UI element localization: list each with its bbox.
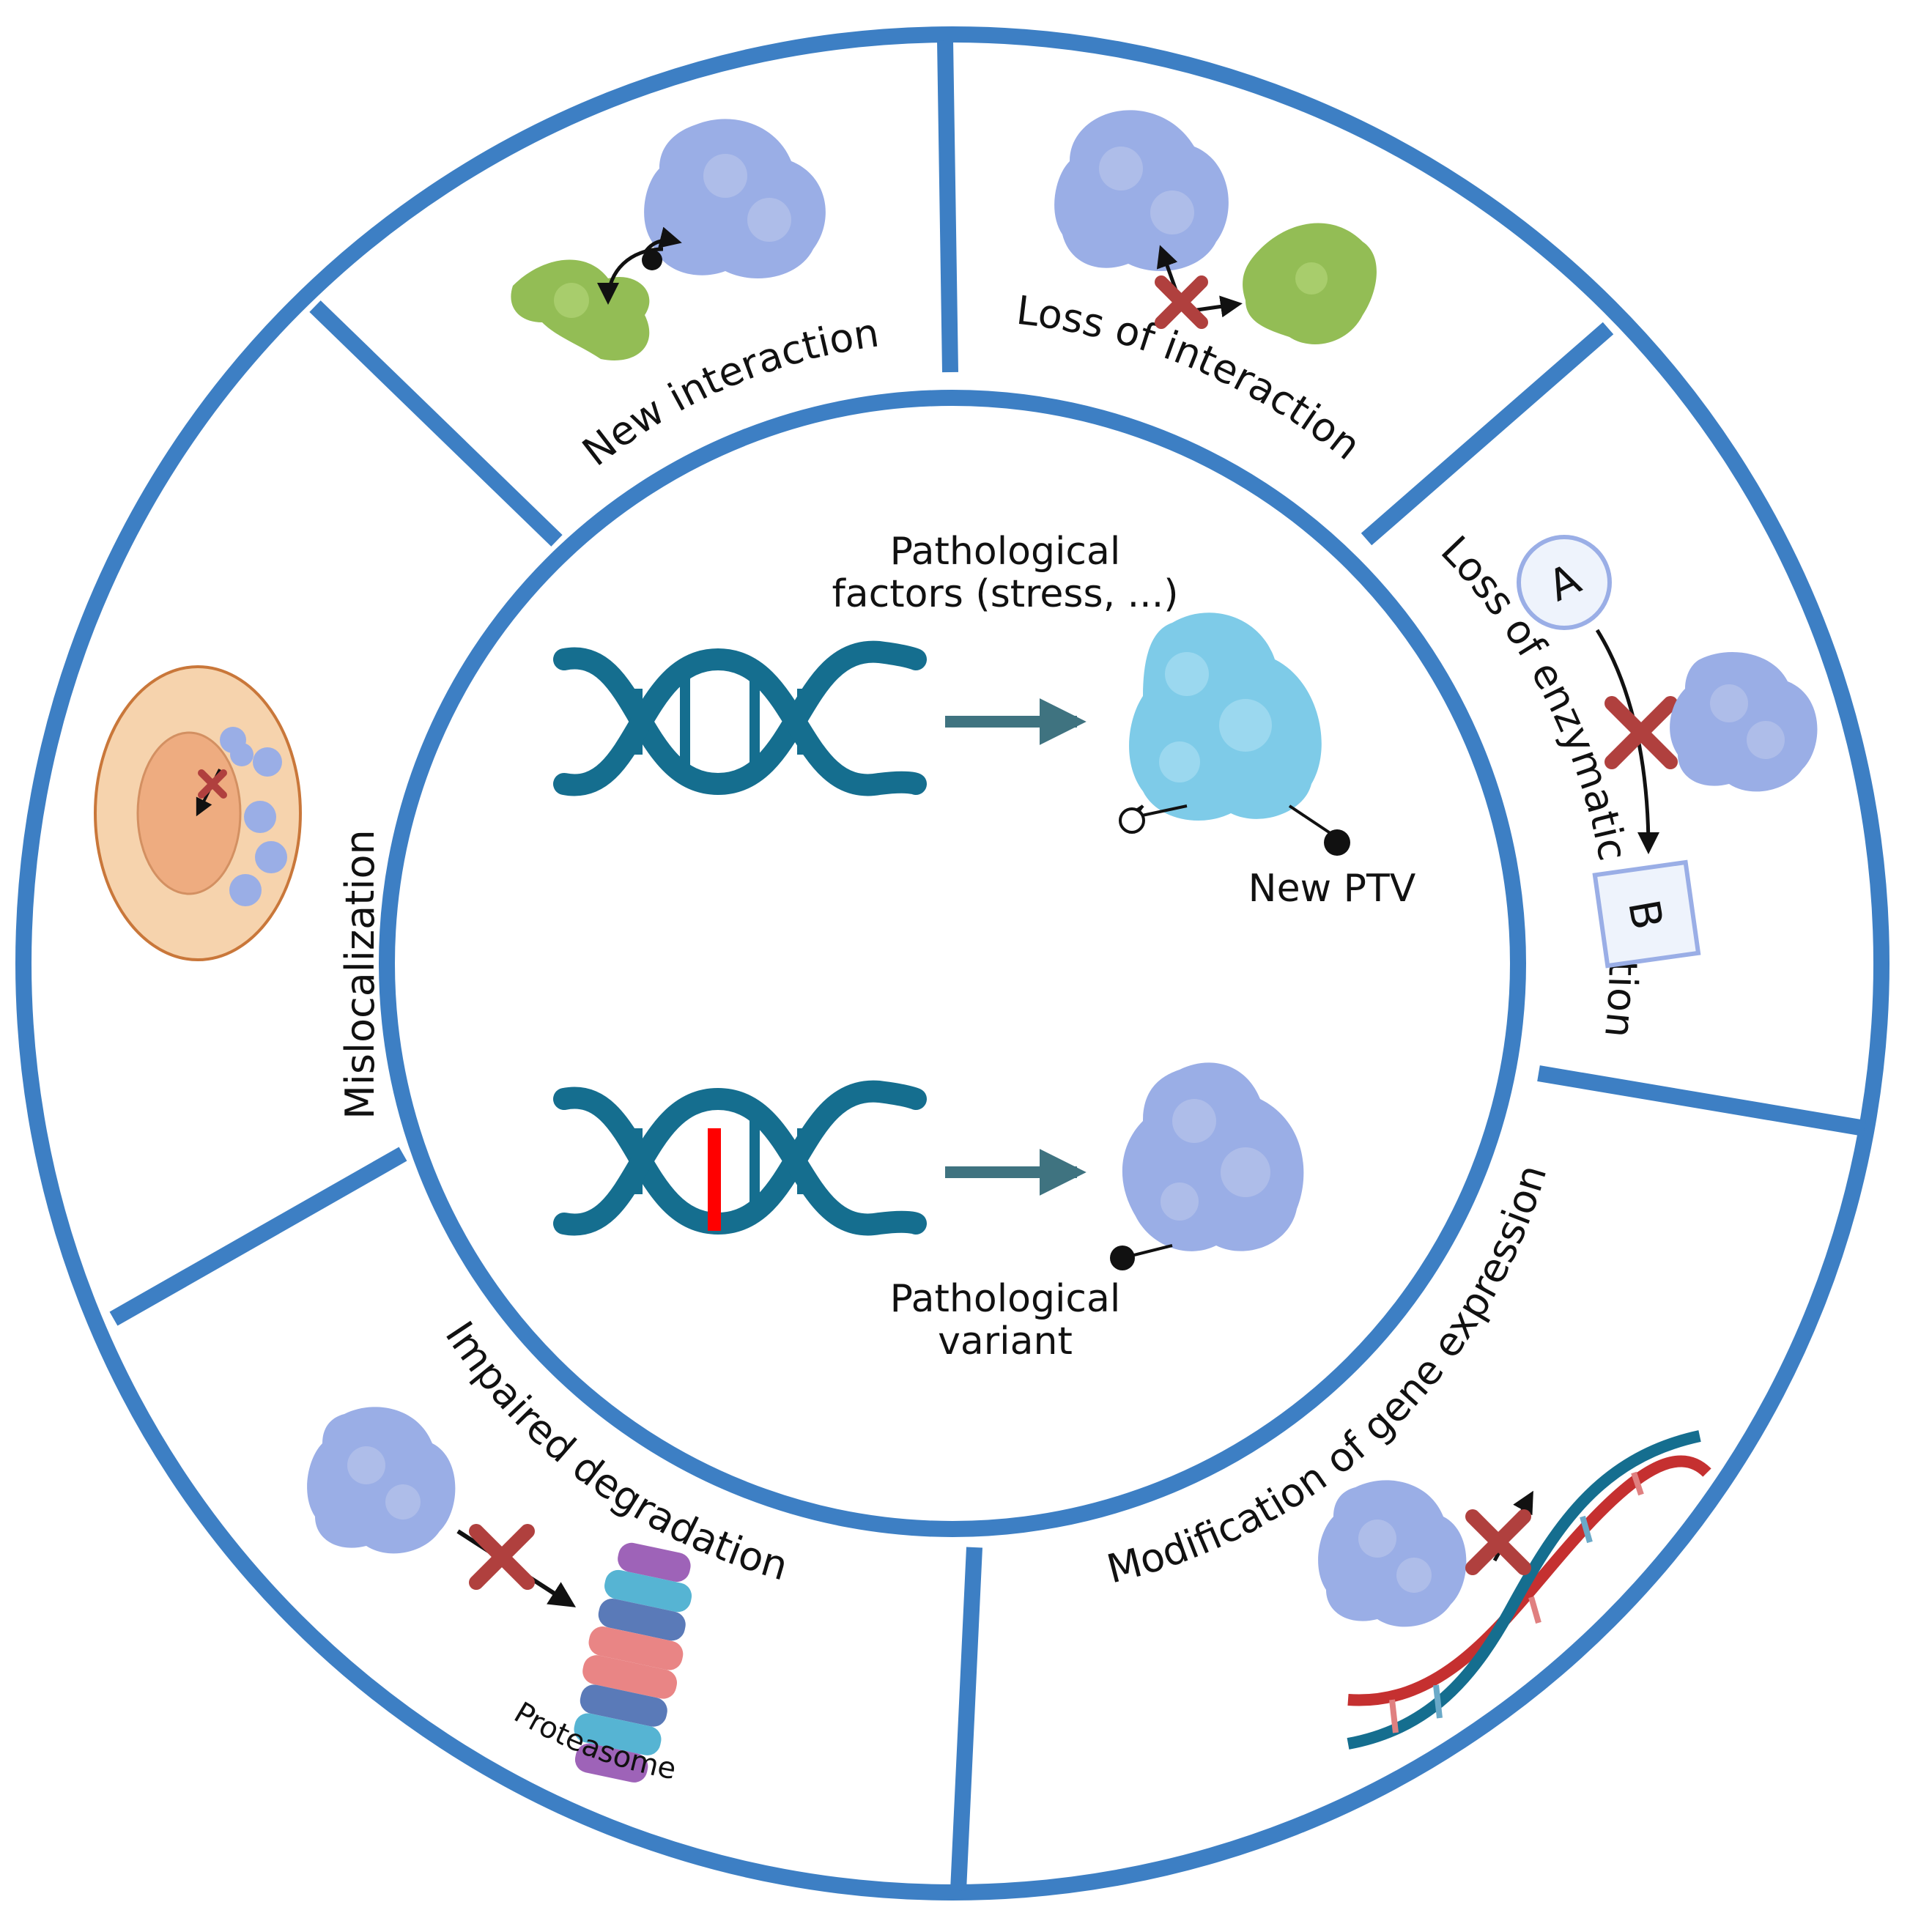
divider-left bbox=[109, 1147, 407, 1326]
proteasome-icon bbox=[574, 1542, 692, 1783]
center-bottom-label-line2: variant bbox=[938, 1320, 1073, 1363]
cross-icon bbox=[198, 769, 227, 799]
product-box bbox=[1592, 859, 1701, 969]
divider-upper-right bbox=[1361, 322, 1614, 546]
nucleus-icon bbox=[136, 731, 242, 895]
new-interaction-illustration bbox=[511, 119, 826, 360]
loss-of-interaction-illustration bbox=[1054, 110, 1377, 344]
cross-icon bbox=[469, 1524, 535, 1590]
protein-new-ptv-icon bbox=[1119, 612, 1350, 856]
cross-icon bbox=[1465, 1509, 1531, 1575]
label-mislocalization: Mislocalization bbox=[337, 829, 383, 1119]
divider-upper-left bbox=[309, 300, 563, 547]
protein-variant-icon bbox=[1110, 1062, 1304, 1270]
enzymatic-illustration: A B bbox=[1517, 535, 1818, 969]
center-bottom-label-line1: Pathological bbox=[890, 1277, 1121, 1321]
substrate-circle bbox=[1517, 535, 1612, 630]
divider-right bbox=[1537, 1065, 1866, 1136]
outer-ring bbox=[15, 26, 1889, 1900]
center-top-label-line2: factors (stress, ...) bbox=[832, 572, 1178, 616]
cross-icon bbox=[1155, 275, 1208, 329]
center-top-label-line1: Pathological bbox=[890, 530, 1121, 574]
dna-helix-variant-icon bbox=[553, 1080, 927, 1236]
divider-top bbox=[937, 40, 958, 373]
new-ptv-label: New PTV bbox=[1248, 867, 1416, 911]
gene-expression-illustration bbox=[1318, 1430, 1711, 1750]
divider-bottom bbox=[950, 1547, 982, 1891]
degradation-illustration bbox=[307, 1407, 692, 1783]
mislocalization-illustration bbox=[94, 665, 302, 961]
dna-helix-normal-icon bbox=[553, 640, 927, 796]
cross-icon bbox=[1604, 696, 1678, 769]
